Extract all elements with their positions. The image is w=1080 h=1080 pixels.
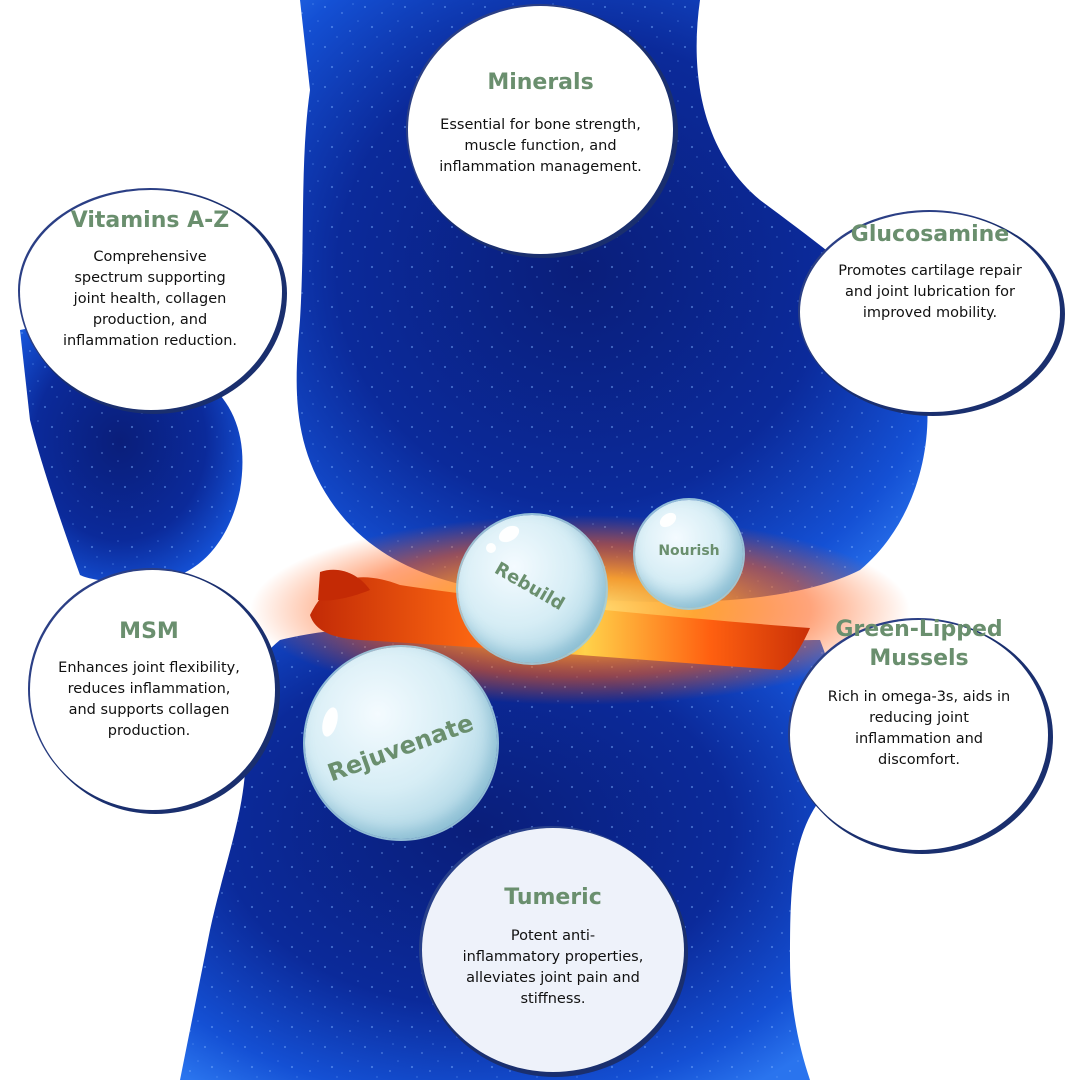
rejuvenate-bubble: Rejuvenate (305, 647, 497, 839)
minerals-title: Minerals (487, 70, 594, 95)
minerals-card: Minerals Essential for bone strength, mu… (408, 6, 673, 254)
rejuvenate-label: Rejuvenate (324, 708, 478, 788)
msm-description: Enhances joint flexibility, reduces infl… (58, 660, 240, 739)
rebuild-label: Rebuild (490, 557, 568, 615)
tumeric-description: Potent anti- inflammatory properties, al… (462, 927, 644, 1007)
vitamins-text-block: Vitamins A-Z Comprehensive spectrum supp… (40, 206, 260, 352)
minerals-description: Essential for bone strength, muscle func… (439, 117, 642, 175)
nourish-label: Nourish (658, 543, 720, 559)
rebuild-bubble: Rebuild (458, 515, 606, 663)
bubble-highlight (495, 522, 523, 546)
glucosamine-title: Glucosamine (850, 222, 1010, 247)
glucosamine-description: Promotes cartilage repair and joint lubr… (838, 263, 1022, 321)
mussels-title: Green-Lipped Mussels (835, 617, 1003, 671)
bubble-highlight (486, 543, 496, 553)
glucosamine-text-block: Glucosamine Promotes cartilage repair an… (815, 220, 1045, 324)
mussels-card (790, 620, 1048, 850)
nourish-bubble: Nourish (635, 500, 743, 608)
mussels-text-block: Green-Lipped Mussels Rich in omega-3s, a… (800, 615, 1038, 771)
glucosamine-card (800, 212, 1060, 412)
vitamins-title: Vitamins A-Z (70, 208, 230, 233)
vitamins-card (20, 190, 282, 410)
bubble-highlight (319, 705, 341, 739)
tumeric-card: Tumeric Potent anti- inflammatory proper… (422, 828, 684, 1072)
vitamins-description: Comprehensive spectrum supporting joint … (62, 249, 238, 349)
msm-text-block: MSM Enhances joint flexibility, reduces … (40, 617, 258, 742)
msm-title: MSM (119, 619, 179, 644)
mussels-description: Rich in omega-3s, aids in reducing joint… (827, 689, 1011, 768)
bubble-highlight (657, 509, 679, 531)
tumeric-title: Tumeric (504, 884, 602, 910)
msm-card (30, 570, 275, 810)
